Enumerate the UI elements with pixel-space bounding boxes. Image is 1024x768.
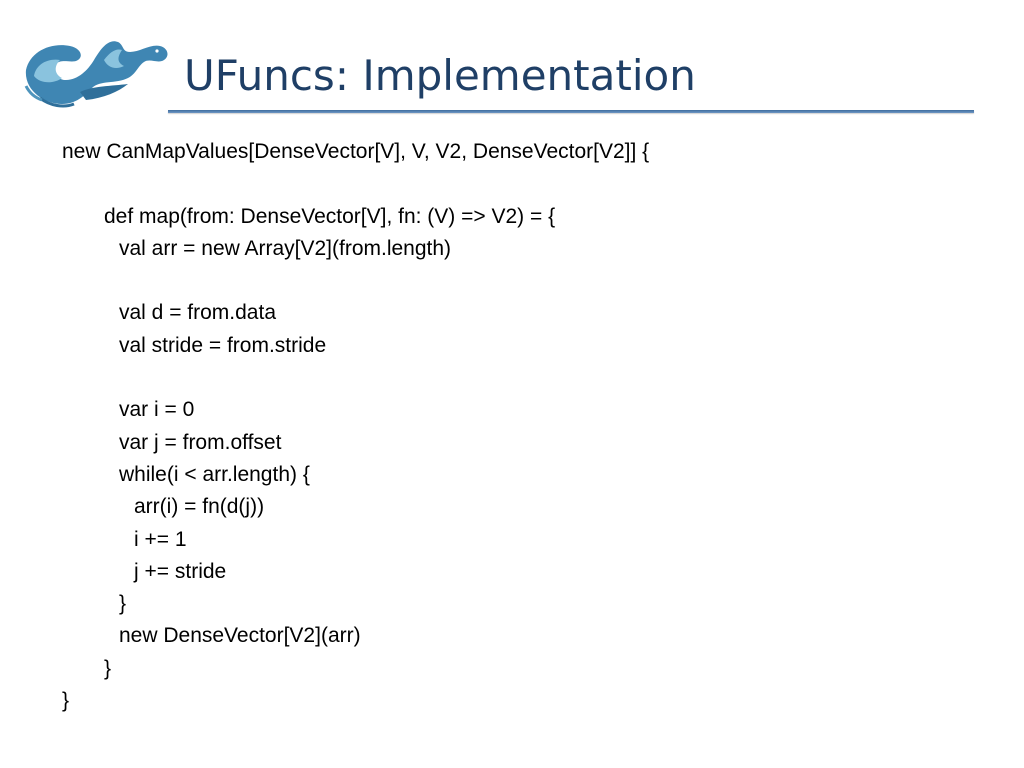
code-line: val arr = new Array[V2](from.length) bbox=[119, 236, 452, 260]
code-line: } bbox=[104, 656, 112, 680]
title-underline bbox=[168, 110, 974, 113]
code-block: new CanMapValues[DenseVector[V], V, V2, … bbox=[62, 136, 982, 717]
code-line: while(i < arr.length) { bbox=[119, 462, 310, 486]
code-line: j += stride bbox=[134, 559, 227, 583]
code-line: arr(i) = fn(d(j)) bbox=[134, 495, 265, 519]
code-line bbox=[62, 168, 982, 200]
code-line: } bbox=[62, 689, 70, 713]
code-line: new DenseVector[V2](arr) bbox=[119, 624, 361, 648]
code-line bbox=[62, 362, 982, 394]
code-line: def map(from: DenseVector[V], fn: (V) =>… bbox=[104, 204, 556, 228]
code-line: val d = from.data bbox=[119, 301, 276, 325]
code-line: var j = from.offset bbox=[119, 430, 282, 454]
code-line: i += 1 bbox=[134, 527, 187, 551]
code-line: var i = 0 bbox=[119, 398, 195, 422]
code-line: val stride = from.stride bbox=[119, 333, 327, 357]
wave-dolphin-logo-icon bbox=[24, 41, 168, 108]
code-line: } bbox=[119, 592, 127, 616]
code-line bbox=[62, 265, 982, 297]
slide-title: UFuncs: Implementation bbox=[184, 51, 696, 100]
code-line: new CanMapValues[DenseVector[V], V, V2, … bbox=[62, 140, 650, 163]
